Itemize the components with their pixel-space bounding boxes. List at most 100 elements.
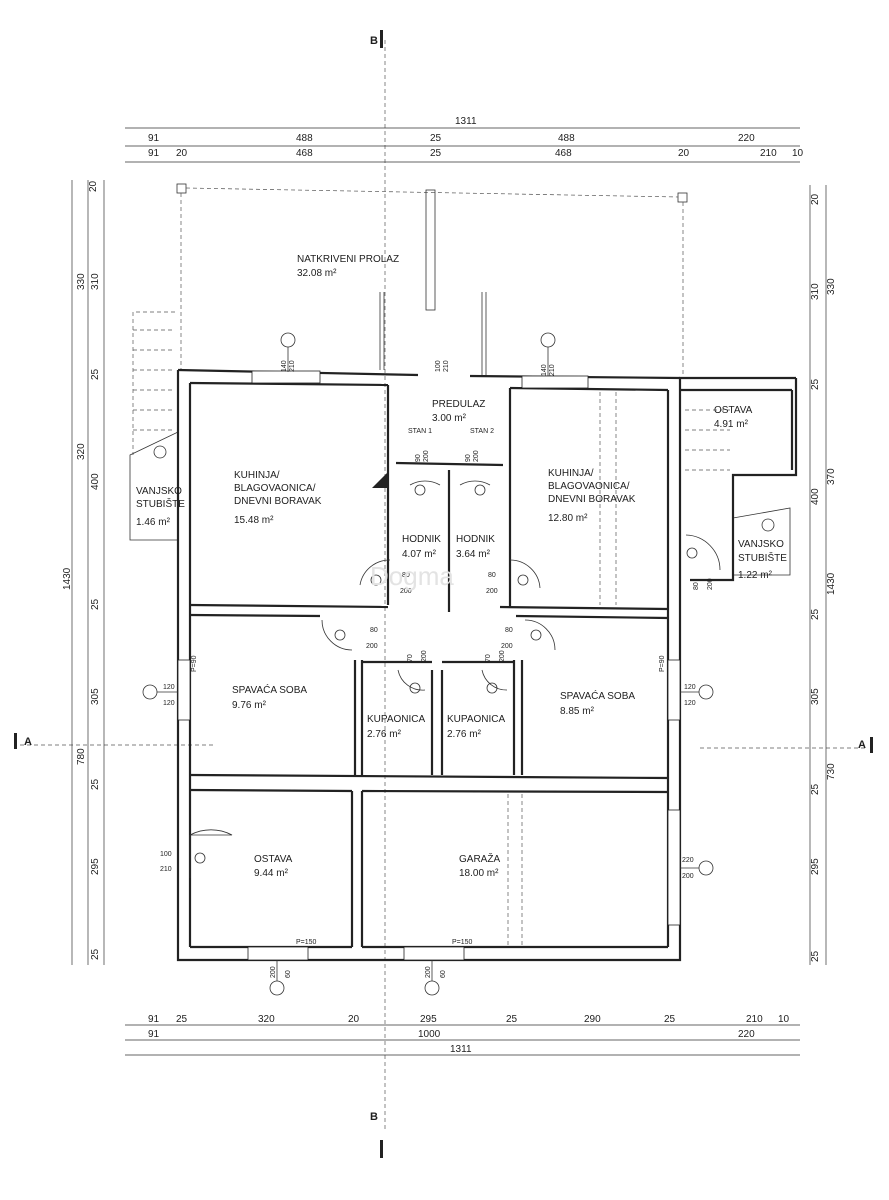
covered-passage [176, 183, 688, 378]
win-top-left-w: 140 [281, 360, 288, 372]
kuhinja-left-area: 15.48 m² [234, 515, 274, 526]
dim-left-4: 320 [76, 443, 87, 460]
garage-door-w: 220 [682, 857, 694, 864]
dim-left-11: 295 [90, 858, 101, 875]
dim-top-r2-0: 91 [148, 148, 160, 159]
garaza-area: 18.00 m² [459, 868, 499, 879]
opening-labels: 140 210 140 210 100 210 90 200 90 200 80… [160, 360, 714, 978]
kuhinja-left-l2: BLAGOVAONICA/ [234, 483, 316, 494]
kuhinja-right-area: 12.80 m² [548, 513, 588, 524]
entry-door-h: 210 [443, 360, 450, 372]
kuhinja-right-l1: KUHINJA/ [548, 468, 594, 479]
kuhinja-right-l3: DNEVNI BORAVAK [548, 494, 636, 505]
win-bot-right-p: P=150 [452, 939, 473, 946]
spav-right-door-h: 200 [501, 643, 513, 650]
dim-top-r2-7: 10 [792, 148, 804, 159]
dim-left-8: 305 [90, 688, 101, 705]
vanjsko-left-l1: VANJSKO [136, 486, 182, 497]
hodnik-left-area: 4.07 m² [402, 549, 437, 560]
kup-left-door-w: 70 [407, 654, 414, 662]
win-left-w: 120 [163, 684, 175, 691]
spav-left-door-h: 200 [366, 643, 378, 650]
dim-left-9: 780 [76, 748, 87, 765]
ostava-door-h: 210 [160, 866, 172, 873]
stan1-label: STAN 1 [408, 428, 432, 435]
markers [142, 332, 775, 996]
vanjsko-door-h: 200 [707, 578, 714, 590]
spavaca-left-name: SPAVAĆA SOBA [232, 683, 307, 696]
win-top-right-h: 210 [549, 364, 556, 376]
win-bot-left-h: 60 [285, 970, 292, 978]
dim-left-12: 25 [90, 948, 101, 960]
dim-right-0: 20 [810, 193, 821, 205]
spav-left-door-w: 80 [370, 627, 378, 634]
spavaca-right-area: 8.85 m² [560, 706, 595, 717]
dim-top-r2-4: 468 [555, 148, 572, 159]
vanjsko-left-l2: STUBIŠTE [136, 497, 185, 510]
ostava-top-name: OSTAVA [714, 405, 753, 416]
room-labels: NATKRIVENI PROLAZ 32.08 m² PREDULAZ 3.00… [136, 254, 787, 879]
dim-top-total: 1311 [455, 116, 477, 127]
dim-bot-r1-8: 210 [746, 1014, 763, 1025]
section-mark-left: A [24, 736, 32, 748]
spavaca-right-name: SPAVAĆA SOBA [560, 689, 635, 702]
win-bot-right-h: 60 [440, 970, 447, 978]
dim-top-r2-3: 25 [430, 148, 442, 159]
dim-right-4: 370 [826, 468, 837, 485]
dim-bot-r1-0: 91 [148, 1014, 160, 1025]
left-dimensions: 20 330 310 25 320 400 1430 25 305 780 25… [62, 180, 105, 965]
walls [176, 368, 798, 962]
dim-bot-r2-0: 91 [148, 1029, 160, 1040]
stan2-label: STAN 2 [470, 428, 494, 435]
hodnik-left-door-w: 80 [402, 572, 410, 579]
dim-top-r2-6: 210 [760, 148, 777, 159]
win-bot-left-w: 200 [270, 966, 277, 978]
dim-bot-total: 1311 [450, 1044, 472, 1055]
win-bot-left-p: P=150 [296, 939, 317, 946]
dim-top-r2-2: 468 [296, 148, 313, 159]
dim-right-9: 730 [826, 763, 837, 780]
hodnik-left-name: HODNIK [402, 534, 441, 545]
vanjsko-left-area: 1.46 m² [136, 517, 171, 528]
spav-right-door-w: 80 [505, 627, 513, 634]
win-left-h: 120 [163, 700, 175, 707]
dim-bot-r1-9: 10 [778, 1014, 790, 1025]
kupaonica-right-name: KUPAONICA [447, 714, 505, 725]
doors [189, 480, 721, 878]
kupaonica-left-name: KUPAONICA [367, 714, 425, 725]
dim-right-6: 1430 [826, 572, 837, 595]
dim-right-7: 25 [810, 608, 821, 620]
top-dimensions: 1311 91 488 25 488 220 91 20 468 25 468 … [125, 116, 804, 163]
kupaonica-right-area: 2.76 m² [447, 729, 482, 740]
win-bot-right-w: 200 [425, 966, 432, 978]
dim-bot-r1-3: 20 [348, 1014, 360, 1025]
kuhinja-left-l1: KUHINJA/ [234, 470, 280, 481]
vanjsko-right-l1: VANJSKO [738, 539, 784, 550]
stan1-door-h: 200 [423, 450, 430, 462]
kuhinja-left-l3: DNEVNI BORAVAK [234, 496, 322, 507]
dim-top-r1-2: 25 [430, 133, 442, 144]
natkriveni-name: NATKRIVENI PROLAZ [297, 254, 399, 265]
dim-top-r2-1: 20 [176, 148, 188, 159]
win-right-w: 120 [684, 684, 696, 691]
section-lines: B B A A [14, 30, 873, 1158]
kuhinja-right-l2: BLAGOVAONICA/ [548, 481, 630, 492]
stan2-door-w: 90 [465, 454, 472, 462]
win-right-h: 120 [684, 700, 696, 707]
dim-bot-r1-6: 290 [584, 1014, 601, 1025]
dim-left-6: 1430 [62, 567, 73, 590]
predulaz-name: PREDULAZ [432, 399, 485, 410]
section-mark-top: B [370, 35, 378, 47]
dim-bot-r2-2: 220 [738, 1029, 755, 1040]
hodnik-right-door-w: 80 [488, 572, 496, 579]
predulaz-area: 3.00 m² [432, 413, 467, 424]
dim-left-0: 20 [88, 180, 99, 192]
section-mark-bottom: B [370, 1111, 378, 1123]
dim-left-7: 25 [90, 598, 101, 610]
ostava-door-w: 100 [160, 851, 172, 858]
dim-top-r1-1: 488 [296, 133, 313, 144]
dim-right-10: 25 [810, 783, 821, 795]
dim-bot-r1-2: 320 [258, 1014, 275, 1025]
vanjsko-right-area: 1.22 m² [738, 570, 773, 581]
